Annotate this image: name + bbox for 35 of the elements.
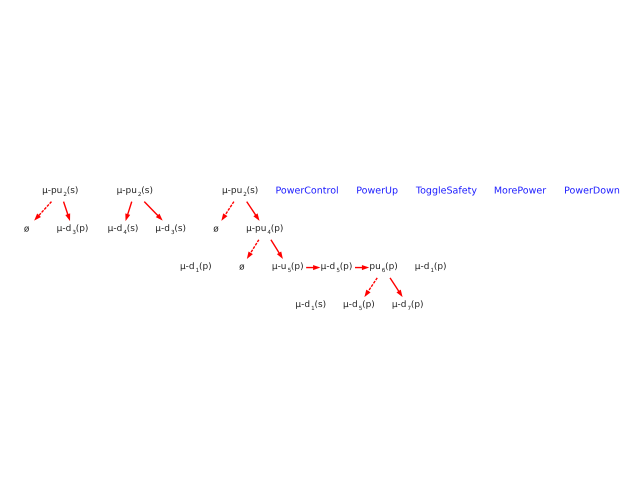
arrow bbox=[246, 239, 260, 260]
label: PowerControl bbox=[276, 186, 339, 197]
node-text: μ-d$_{3}$(s) bbox=[155, 224, 186, 236]
node-text: ø bbox=[239, 262, 245, 273]
arrow bbox=[34, 201, 52, 221]
arrow bbox=[62, 201, 70, 222]
node-text: μ-d$_{1}$(s) bbox=[295, 300, 326, 312]
arrow bbox=[246, 201, 260, 221]
node-text: μ-pu$_{2}$(s) bbox=[116, 186, 153, 198]
node-text: μ-d$_{5}$(p) bbox=[320, 262, 352, 274]
node-text: μ-d$_{5}$(p) bbox=[343, 300, 375, 312]
node-text: μ-pu$_{4}$(p) bbox=[246, 224, 284, 236]
label: MorePower bbox=[494, 186, 546, 197]
node-text: μ-d$_{7}$(p) bbox=[392, 300, 424, 312]
arrow bbox=[364, 277, 378, 298]
node-text: pu$_{6}$(p) bbox=[369, 262, 398, 274]
node-text: μ-pu$_{2}$(s) bbox=[222, 186, 258, 198]
arrow bbox=[306, 265, 320, 270]
arrow bbox=[355, 265, 370, 270]
arrow bbox=[144, 201, 163, 221]
arrow bbox=[221, 201, 234, 221]
node-text: μ-d$_{3}$(p) bbox=[56, 224, 88, 236]
arrow bbox=[270, 239, 283, 260]
arrow bbox=[125, 201, 132, 222]
node-text: μ-d$_{1}$(p) bbox=[414, 262, 447, 274]
label: ToggleSafety bbox=[416, 186, 477, 197]
node-text: μ-d$_{1}$(p) bbox=[180, 262, 212, 274]
node-text: μ-d$_{4}$(s) bbox=[108, 224, 138, 236]
node-text: ø bbox=[213, 224, 219, 235]
label: PowerDown bbox=[564, 186, 620, 197]
arrow bbox=[389, 277, 403, 298]
node-text: ø bbox=[24, 224, 30, 235]
label: PowerUp bbox=[356, 186, 398, 197]
node-text: μ-pu$_{2}$(s) bbox=[42, 186, 78, 198]
node-text: μ-u$_{5}$(p) bbox=[272, 262, 304, 274]
